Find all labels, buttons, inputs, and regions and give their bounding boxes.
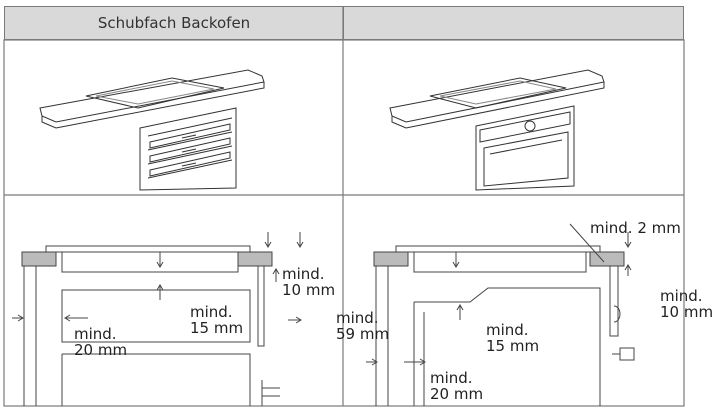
hob-oven-illustration — [389, 69, 605, 191]
header-cell-drawer-oven: Schubfach Backofen — [4, 6, 344, 40]
drawer-section-drawing — [12, 232, 304, 406]
clearance-label-59mm: mind. 59 mm — [336, 309, 390, 343]
clearance-label-2mm: mind. 2 mm — [590, 219, 681, 237]
header-label: Schubfach Backofen — [97, 14, 251, 32]
clearance-label-20mm: mind. 20 mm — [430, 369, 484, 403]
hob-drawer-illustration — [39, 69, 265, 191]
clearance-label-10mm: mind. 10 mm — [282, 265, 336, 299]
table-border — [3, 39, 685, 407]
clearance-label-15mm: mind. 15 mm — [486, 321, 540, 355]
oven-section-drawing — [366, 223, 635, 406]
clearance-label-20mm: mind. 20 mm — [74, 325, 128, 359]
clearance-label-10mm: mind. 10 mm — [660, 287, 714, 321]
clearance-label-15mm: mind. 15 mm — [190, 303, 244, 337]
